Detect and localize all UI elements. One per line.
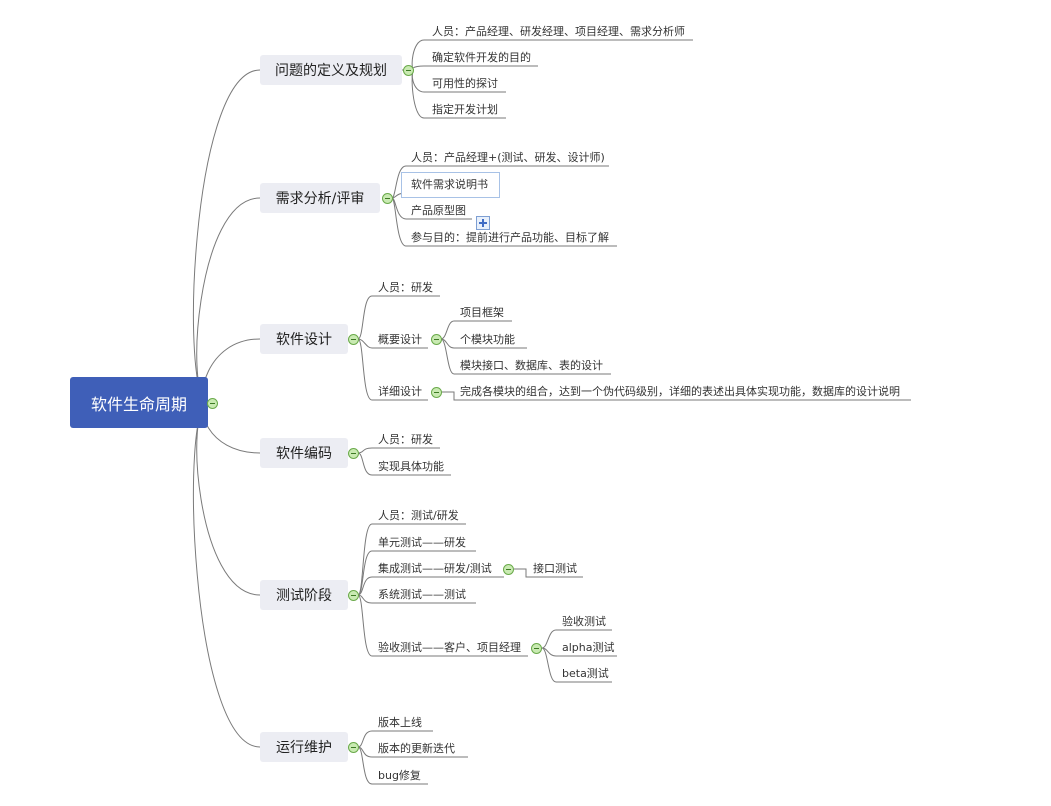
leaf-topic[interactable]: 详细设计 [378, 385, 422, 398]
branch-testing[interactable]: 测试阶段 [260, 580, 348, 610]
branch-design[interactable]: 软件设计 [260, 324, 348, 354]
leaf-topic[interactable]: 人员：产品经理+(测试、研发、设计师) [411, 151, 605, 164]
leaf-topic[interactable]: 人员：产品经理、研发经理、项目经理、需求分析师 [432, 25, 685, 38]
branch-problem-definition[interactable]: 问题的定义及规划 [260, 55, 402, 85]
leaf-topic[interactable]: 接口测试 [533, 562, 577, 575]
branch-maintenance[interactable]: 运行维护 [260, 732, 348, 762]
branch-collapse-icon[interactable] [382, 193, 393, 204]
subtopic-collapse-icon[interactable] [531, 643, 542, 654]
leaf-topic[interactable]: 人员：测试/研发 [378, 509, 459, 522]
leaf-topic[interactable]: 参与目的：提前进行产品功能、目标了解 [411, 231, 609, 244]
branch-label: 软件编码 [276, 446, 332, 462]
branch-collapse-icon[interactable] [348, 590, 359, 601]
leaf-topic[interactable]: 版本的更新迭代 [378, 742, 455, 755]
branch-collapse-icon[interactable] [348, 742, 359, 753]
leaf-topic[interactable]: 人员：研发 [378, 433, 433, 446]
selected-topic-frame [401, 172, 500, 198]
root-collapse-icon[interactable] [207, 398, 218, 409]
branch-label: 问题的定义及规划 [275, 63, 387, 79]
add-topic-icon[interactable] [476, 216, 490, 230]
leaf-topic[interactable]: 模块接口、数据库、表的设计 [460, 359, 603, 372]
branch-label: 软件设计 [276, 332, 332, 348]
leaf-topic[interactable]: alpha测试 [562, 641, 615, 654]
branch-collapse-icon[interactable] [348, 448, 359, 459]
leaf-topic[interactable]: 系统测试——测试 [378, 588, 466, 601]
leaf-topic-selected[interactable]: 软件需求说明书 [411, 178, 488, 191]
branch-label: 需求分析/评审 [275, 191, 365, 207]
branch-requirements[interactable]: 需求分析/评审 [260, 183, 380, 213]
leaf-topic[interactable]: 集成测试——研发/测试 [378, 562, 492, 575]
leaf-topic[interactable]: 验收测试——客户、项目经理 [378, 641, 521, 654]
subtopic-collapse-icon[interactable] [431, 387, 442, 398]
leaf-topic[interactable]: 人员：研发 [378, 281, 433, 294]
leaf-topic[interactable]: 实现具体功能 [378, 460, 444, 473]
branch-label: 测试阶段 [276, 588, 332, 604]
leaf-topic[interactable]: beta测试 [562, 667, 609, 680]
leaf-topic[interactable]: 项目框架 [460, 306, 504, 319]
subtopic-collapse-icon[interactable] [431, 334, 442, 345]
leaf-topic[interactable]: 产品原型图 [411, 204, 466, 217]
branch-coding[interactable]: 软件编码 [260, 438, 348, 468]
root-topic-label: 软件生命周期 [90, 394, 187, 414]
leaf-topic[interactable]: 确定软件开发的目的 [432, 51, 531, 64]
root-topic[interactable]: 软件生命周期 [70, 377, 208, 428]
leaf-topic[interactable]: bug修复 [378, 769, 421, 782]
leaf-topic[interactable]: 个模块功能 [460, 333, 515, 346]
leaf-topic[interactable]: 版本上线 [378, 716, 422, 729]
leaf-topic[interactable]: 单元测试——研发 [378, 536, 466, 549]
leaf-topic[interactable]: 验收测试 [562, 615, 606, 628]
branch-collapse-icon[interactable] [403, 65, 414, 76]
leaf-topic[interactable]: 概要设计 [378, 333, 422, 346]
subtopic-collapse-icon[interactable] [503, 564, 514, 575]
leaf-topic[interactable]: 指定开发计划 [432, 103, 498, 116]
branch-label: 运行维护 [276, 740, 332, 756]
leaf-topic[interactable]: 完成各模块的组合，达到一个伪代码级别，详细的表述出具体实现功能，数据库的设计说明 [460, 385, 900, 398]
leaf-topic[interactable]: 可用性的探讨 [432, 77, 498, 90]
branch-collapse-icon[interactable] [348, 334, 359, 345]
